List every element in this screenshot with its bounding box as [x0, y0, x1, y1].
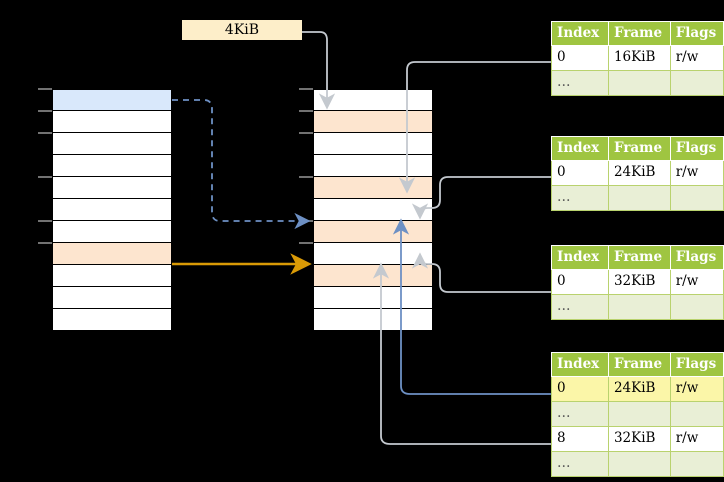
page-table-4-row-2-col-0: 8 [551, 425, 609, 452]
virtual-row-row-0[interactable] [52, 89, 172, 111]
page-table-2-row-0-col-0: 0 [551, 159, 609, 186]
page-table-2-row-0-col-1: 24KiB [607, 159, 671, 186]
virtual-row-row-2[interactable] [52, 133, 172, 155]
page-table-3-row-1-col-0: … [551, 293, 609, 320]
page-table-2-header-index: Index [551, 136, 609, 161]
physical-row-row-1[interactable] [313, 111, 433, 133]
virtual-row-row-1[interactable] [52, 111, 172, 133]
page-table-2-header-frame: Frame [607, 136, 671, 161]
page-table-1-row-0-col-0: 0 [551, 44, 609, 71]
page-table-4-row-3[interactable]: … [551, 450, 724, 477]
page-table-4-row-2-col-1: 32KiB [607, 425, 671, 452]
page-table-3-row-1-col-1 [607, 293, 671, 320]
physical-row-ticks [299, 88, 313, 244]
physical-row-row-10[interactable] [313, 309, 433, 331]
virtual-row-ticks [38, 88, 52, 244]
virtual-row-row-8[interactable] [52, 265, 172, 287]
page-table-4-row-0-col-0: 0 [551, 375, 609, 402]
page-table-3-row-1-col-2 [669, 293, 724, 320]
physical-row-row-0[interactable] [313, 89, 433, 111]
virtual-row-row-7[interactable] [52, 243, 172, 265]
page-table-3-header-flags: Flags [669, 245, 724, 270]
page-table-4-row-1-col-1 [607, 400, 671, 427]
page-table-1-header-flags: Flags [669, 21, 724, 46]
page-table-1-row-1-col-1 [607, 69, 671, 96]
page-table-4-row-3-col-1 [607, 450, 671, 477]
virtual-row-row-4[interactable] [52, 177, 172, 199]
page-table-3-header-frame: Frame [607, 245, 671, 270]
page-table-1-header-index: Index [551, 21, 609, 46]
virtual-address-space-column [52, 89, 172, 331]
virtual-row-row-3[interactable] [52, 155, 172, 177]
page-table-1-row-0-col-1: 16KiB [607, 44, 671, 71]
page-table-3-header-index: Index [551, 245, 609, 270]
virtual-row-row-10[interactable] [52, 309, 172, 331]
page-table-4-row-1-col-0: … [551, 400, 609, 427]
page-table-2-row-0-col-2: r/w [669, 159, 724, 186]
page-table-3-row-1[interactable]: … [551, 293, 724, 320]
page-table-4-row-3-col-2 [669, 450, 724, 477]
wire-virtual-row0-to-physical-row7 [172, 99, 311, 230]
page-table-1-row-0-col-2: r/w [669, 44, 724, 71]
page-table-4-row-2-col-2: r/w [669, 425, 724, 452]
page-table-4-row-0-col-1: 24KiB [607, 375, 671, 402]
page-table-1-row-1[interactable]: … [551, 69, 724, 96]
physical-row-row-8[interactable] [313, 265, 433, 287]
page-table-3-row-0-col-2: r/w [669, 268, 724, 295]
page-table-4-header-frame: Frame [607, 352, 671, 377]
physical-row-row-7[interactable] [313, 243, 433, 265]
page-table-3-row-0-col-1: 32KiB [607, 268, 671, 295]
wire-table3-to-physical-row9 [411, 252, 551, 293]
physical-row-row-3[interactable] [313, 155, 433, 177]
page-table-4-header-flags: Flags [669, 352, 724, 377]
physical-row-row-6[interactable] [313, 221, 433, 243]
page-table-4-row-0-col-2: r/w [669, 375, 724, 402]
page-table-2-row-1[interactable]: … [551, 184, 724, 211]
wire-table2-to-physical-row7 [411, 176, 551, 220]
page-table-1-row-1-col-2 [669, 69, 724, 96]
page-size-label: 4KiB [182, 20, 302, 40]
virtual-row-row-6[interactable] [52, 221, 172, 243]
page-table-2-row-1-col-2 [669, 184, 724, 211]
page-table-2-header-flags: Flags [669, 136, 724, 161]
page-table-1-header-frame: Frame [607, 21, 671, 46]
page-table-4-row-3-col-0: … [551, 450, 609, 477]
physical-row-row-9[interactable] [313, 287, 433, 309]
page-table-2-row-1-col-0: … [551, 184, 609, 211]
physical-row-row-2[interactable] [313, 133, 433, 155]
virtual-row-row-9[interactable] [52, 287, 172, 309]
physical-row-row-5[interactable] [313, 199, 433, 221]
physical-memory-column [313, 89, 433, 331]
physical-row-row-4[interactable] [313, 177, 433, 199]
virtual-row-row-5[interactable] [52, 199, 172, 221]
page-table-2-row-1-col-1 [607, 184, 671, 211]
page-table-4-row-1-col-2 [669, 400, 724, 427]
page-table-3-row-0-col-0: 0 [551, 268, 609, 295]
page-table-4-header-index: Index [551, 352, 609, 377]
page-table-4-row-1[interactable]: … [551, 400, 724, 427]
page-table-1-row-1-col-0: … [551, 69, 609, 96]
